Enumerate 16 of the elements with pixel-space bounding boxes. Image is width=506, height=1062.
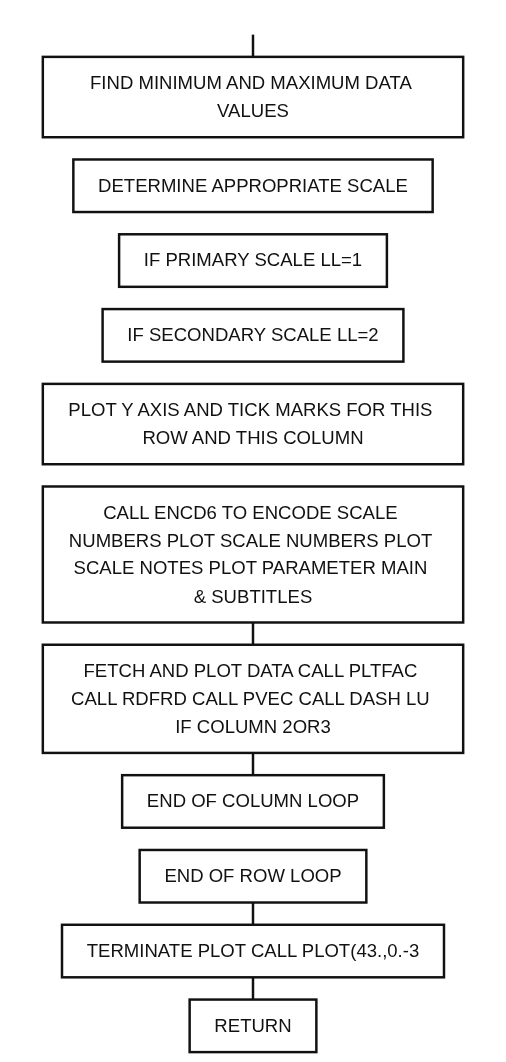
connector <box>251 977 255 1000</box>
node-box: FIND MINIMUM AND MAXIMUM DATA VALUES <box>41 55 465 139</box>
connector <box>251 622 255 645</box>
node-box: END OF ROW LOOP <box>138 848 368 904</box>
connector <box>251 34 255 57</box>
node-box: TERMINATE PLOT CALL PLOT(43.,0.-3 <box>60 923 446 979</box>
connector <box>251 752 255 776</box>
node-box: CALL ENCD6 TO ENCODE SCALE NUMBERS PLOT SCALE NUMBERS PLOT SCALE NOTES PLOT PARAMETER MAIN & SUBTITLES <box>41 485 465 624</box>
node-box: DETERMINE APPROPRIATE SCALE <box>72 158 434 214</box>
node-box: END OF COLUMN LOOP <box>120 773 386 829</box>
connector <box>251 902 255 925</box>
node-box: IF PRIMARY SCALE LL=1 <box>117 233 389 289</box>
node-box: IF SECONDARY SCALE LL=2 <box>101 307 405 363</box>
node-box: PLOT Y AXIS AND TICK MARKS FOR THIS ROW AND THIS COLUMN <box>41 382 465 466</box>
node-box: RETURN <box>188 998 318 1054</box>
node-box: FETCH AND PLOT DATA CALL PLTFAC CALL RDFRD CALL PVEC CALL DASH LU IF COLUMN 2OR3 <box>41 643 465 755</box>
